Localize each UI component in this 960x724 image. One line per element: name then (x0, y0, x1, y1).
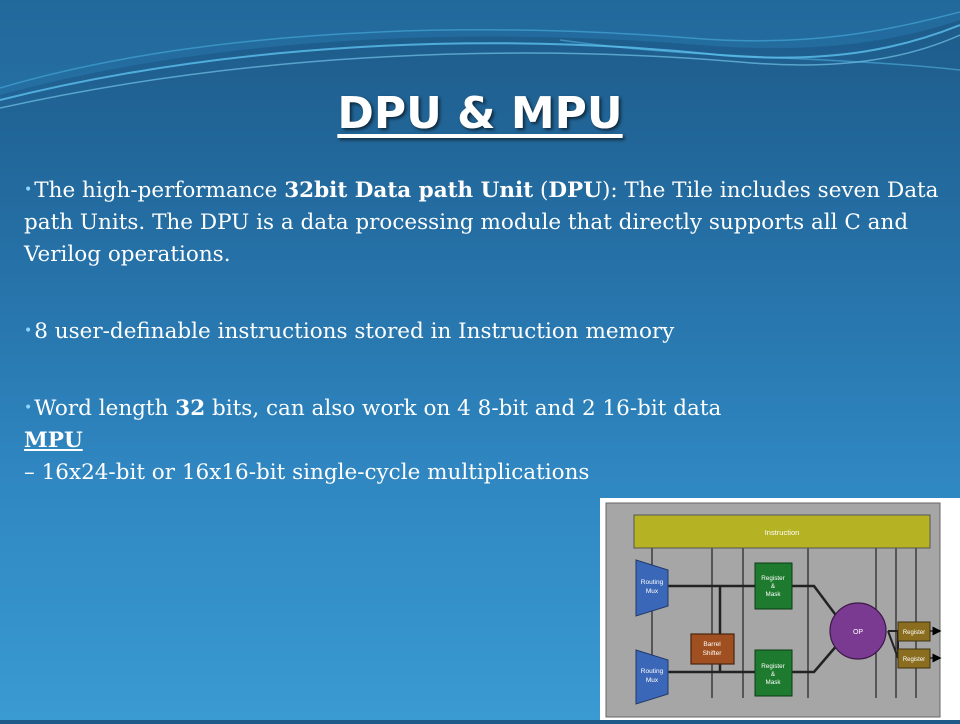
routing-mux-top-label-1: Routing (641, 579, 664, 586)
instruction-block (633, 514, 931, 549)
register-mask-bottom-label-2: & (771, 671, 776, 678)
routing-mux-top (635, 559, 669, 617)
register-mask-bottom-label-3: Mask (765, 679, 781, 686)
register-mask-top-label-2: & (771, 583, 776, 590)
bullet-bold: 32bit Data path Unit (284, 178, 534, 203)
bullet-bold: 32 (175, 396, 206, 421)
instruction-label: Instruction (765, 528, 800, 537)
decorative-waves (0, 0, 960, 109)
bullet-text: 8 user-definable instructions stored in … (34, 319, 675, 344)
bullet-marker: • (24, 400, 33, 416)
mpu-item: – 16x24-bit or 16x16-bit single-cycle mu… (24, 460, 590, 485)
register-mask-bottom (754, 649, 793, 697)
bullet-text: Word length (34, 396, 176, 421)
barrel-shifter-block (690, 633, 735, 665)
bullet-text: The high-performance (34, 178, 285, 203)
op-label: OP (853, 629, 863, 636)
dpu-block-diagram: Instruction Routing Mux Routing Mux Barr… (600, 498, 960, 720)
slide-content: •The high-performance 32bit Data path Un… (24, 174, 942, 489)
barrel-shifter-label-2: Shifter (703, 650, 723, 657)
op-block (829, 602, 887, 660)
barrel-shifter-label-1: Barrel (703, 641, 721, 648)
bullet-text: ): The Tile includes seven Data path Uni… (24, 178, 939, 267)
routing-mux-top-label-2: Mux (646, 588, 659, 595)
bullet-marker: • (24, 323, 33, 339)
bullet-text: bits, can also work on 4 8-bit and 2 16-… (205, 396, 722, 421)
dpu-diagram-svg: Instruction Routing Mux Routing Mux Barr… (605, 502, 942, 718)
register-mask-bottom-label-1: Register (761, 663, 784, 670)
register-bottom-label: Register (903, 657, 925, 663)
bullet-instructions: •8 user-definable instructions stored in… (24, 315, 942, 348)
routing-mux-bottom-label-2: Mux (646, 677, 659, 684)
bullet-text: ( (533, 178, 549, 203)
register-top-label: Register (903, 630, 925, 636)
slide-title: DPU & MPU (337, 88, 623, 139)
bullet-word-length: •Word length 32 bits, can also work on 4… (24, 392, 942, 425)
routing-mux-bottom (635, 649, 669, 705)
routing-mux-bottom-label-1: Routing (641, 668, 664, 675)
register-mask-top-label-1: Register (761, 575, 784, 582)
bullet-bold: DPU (548, 178, 602, 203)
register-mask-top-label-3: Mask (765, 591, 781, 598)
register-mask-top (754, 562, 793, 610)
mpu-heading: MPU (24, 428, 83, 453)
bullet-marker: • (24, 182, 33, 198)
bullet-dpu: •The high-performance 32bit Data path Un… (24, 174, 942, 271)
